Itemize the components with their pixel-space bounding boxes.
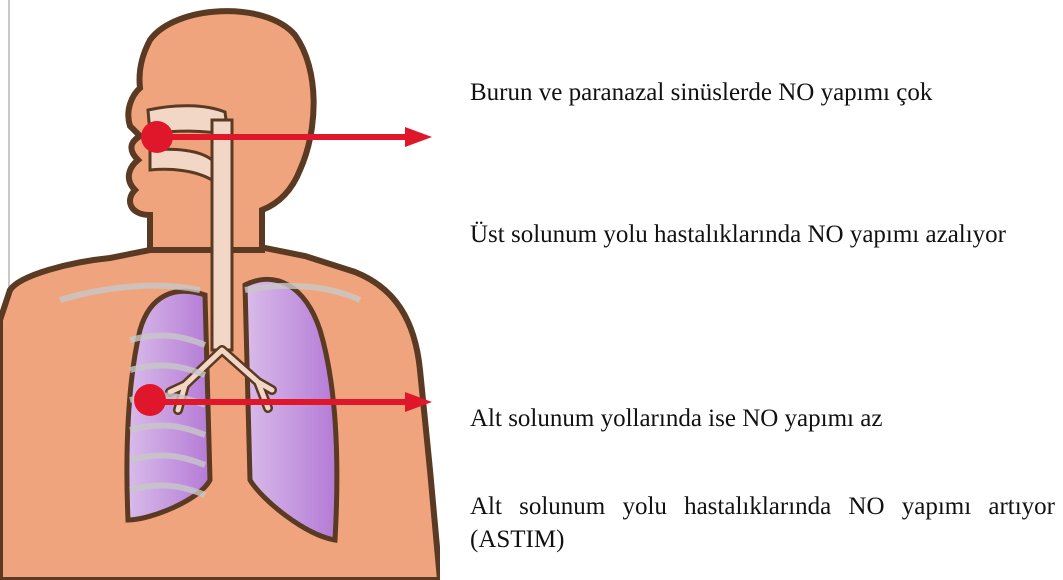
note-lower-airway-disease: Alt solunum yolu hastalıklarında NO yapı… (470, 490, 1055, 556)
respiratory-system-illustration (0, 0, 440, 580)
trachea (212, 120, 232, 350)
annotation-panel: Burun ve paranazal sinüslerde NO yapımı … (470, 0, 1060, 580)
note-lower-airway-production: Alt solunum yollarında ise NO yapımı az (470, 402, 1055, 435)
arrow-right-icon (405, 127, 432, 147)
note-nose-production: Burun ve paranazal sinüslerde NO yapımı … (470, 76, 1055, 109)
note-upper-airway-disease: Üst solunum yolu hastalıklarında NO yapı… (470, 218, 1055, 251)
